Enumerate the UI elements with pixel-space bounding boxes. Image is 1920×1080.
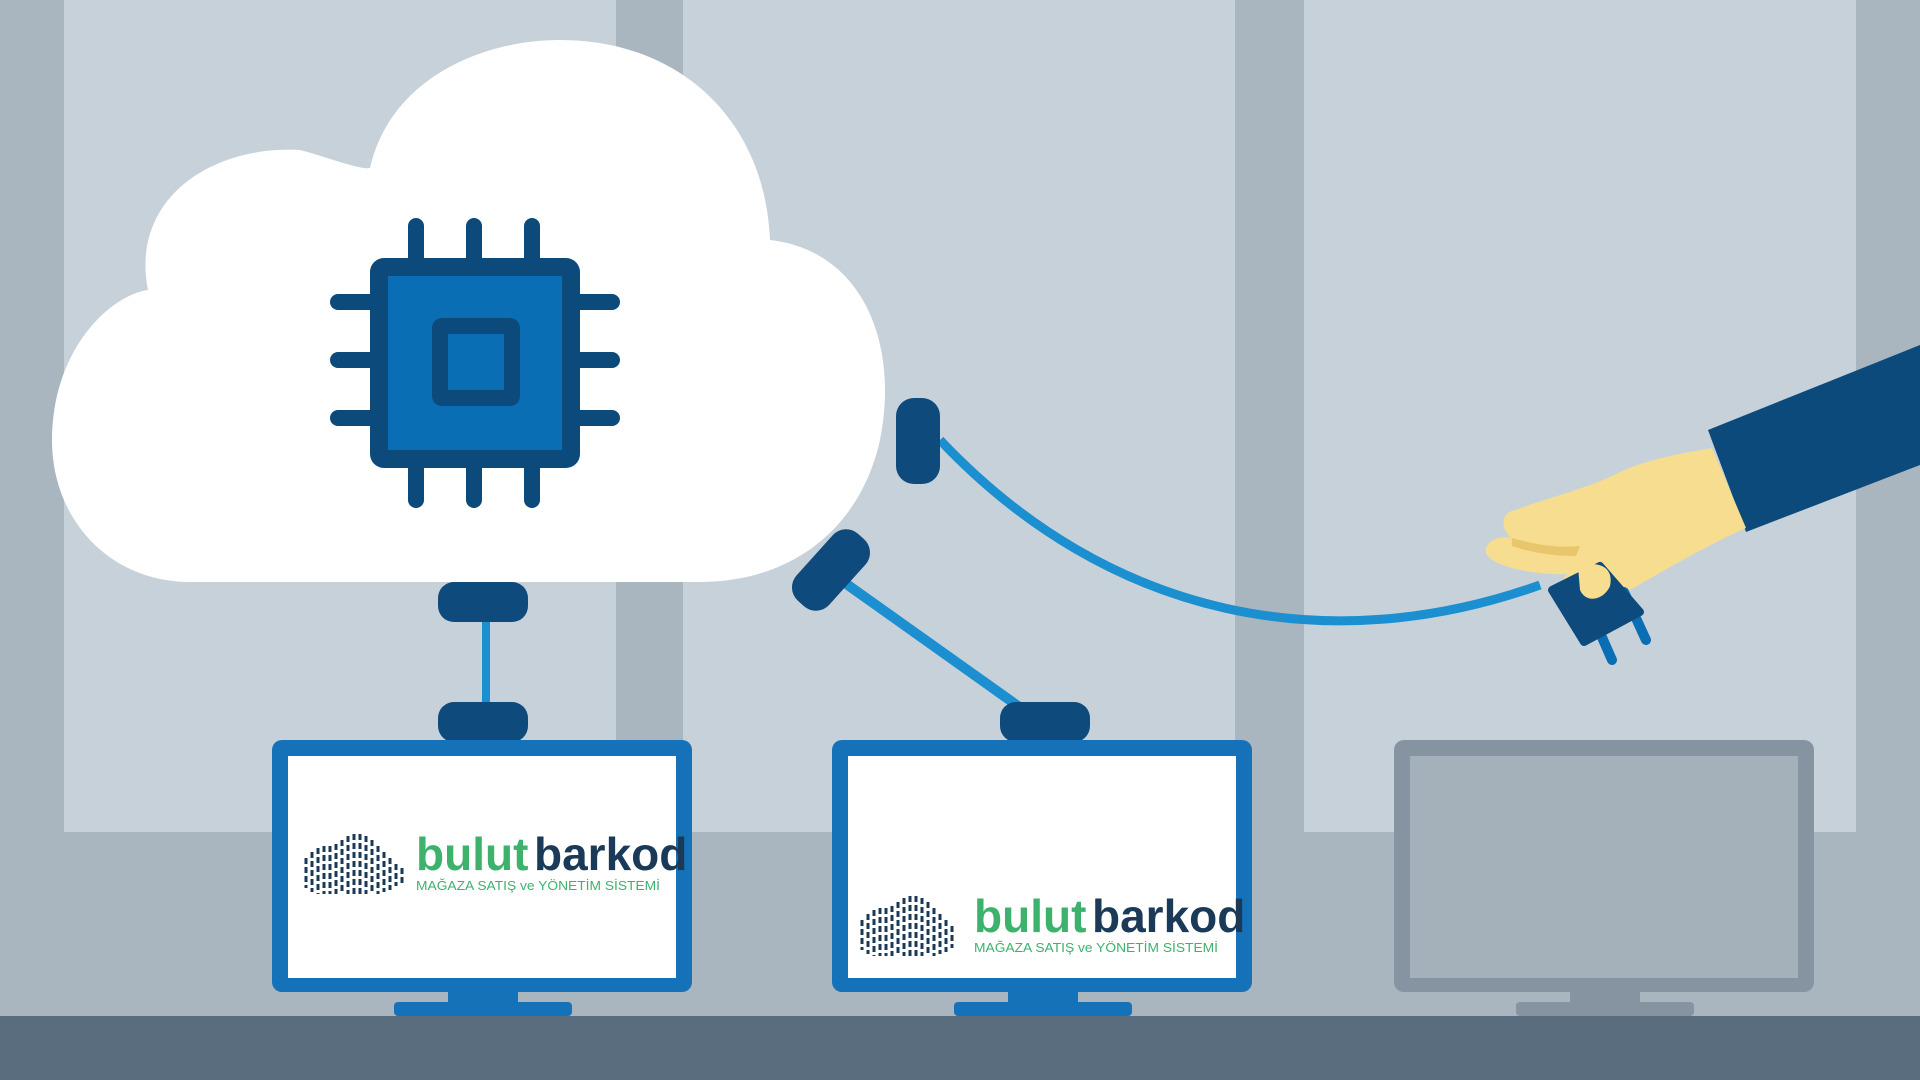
barcode-cloud-logo-icon [304,834,404,894]
logo-word-bulut: bulut [974,890,1086,942]
connector-angled [791,529,871,611]
bulutbarkod-logo: bulut barkod MAĞAZA SATIŞ ve YÖNETİM SİS… [860,890,1245,956]
hand-icon [1485,345,1920,665]
connector-bottom [438,702,528,742]
connector-side [896,398,940,484]
connector-bottom [1000,702,1090,742]
monitor-base [1516,1002,1694,1016]
hand [1485,448,1746,602]
cable-cloud-to-plug [896,398,1542,626]
connector-top [438,582,528,622]
hand-thumb [1578,564,1611,599]
cable-cloud-to-monitor-2 [791,529,1090,742]
cpu-chip-icon [330,218,620,508]
logo-word-barkod: barkod [534,828,687,880]
cable-cloud-to-monitor-1 [438,582,528,742]
bulutbarkod-logo: bulut barkod MAĞAZA SATIŞ ve YÖNETİM SİS… [304,828,687,894]
monitor-base [954,1002,1132,1016]
barcode-cloud-logo-icon [860,896,954,956]
monitor-2: bulut barkod MAĞAZA SATIŞ ve YÖNETİM SİS… [832,740,1252,1016]
hand-shadow [1512,538,1580,556]
logo-tagline: MAĞAZA SATIŞ ve YÖNETİM SİSTEMİ [974,940,1218,955]
monitor-3 [1394,740,1814,1016]
sleeve [1708,345,1920,532]
logo-word-barkod: barkod [1092,890,1245,942]
logo-word-bulut: bulut [416,828,528,880]
monitor-1: bulut barkod MAĞAZA SATIŞ ve YÖNETİM SİS… [272,740,692,1016]
monitor-screen [848,756,1236,978]
monitor-screen [1410,756,1798,978]
desk-surface [0,1016,1920,1080]
monitor-base [394,1002,572,1016]
logo-tagline: MAĞAZA SATIŞ ve YÖNETİM SİSTEMİ [416,878,660,893]
